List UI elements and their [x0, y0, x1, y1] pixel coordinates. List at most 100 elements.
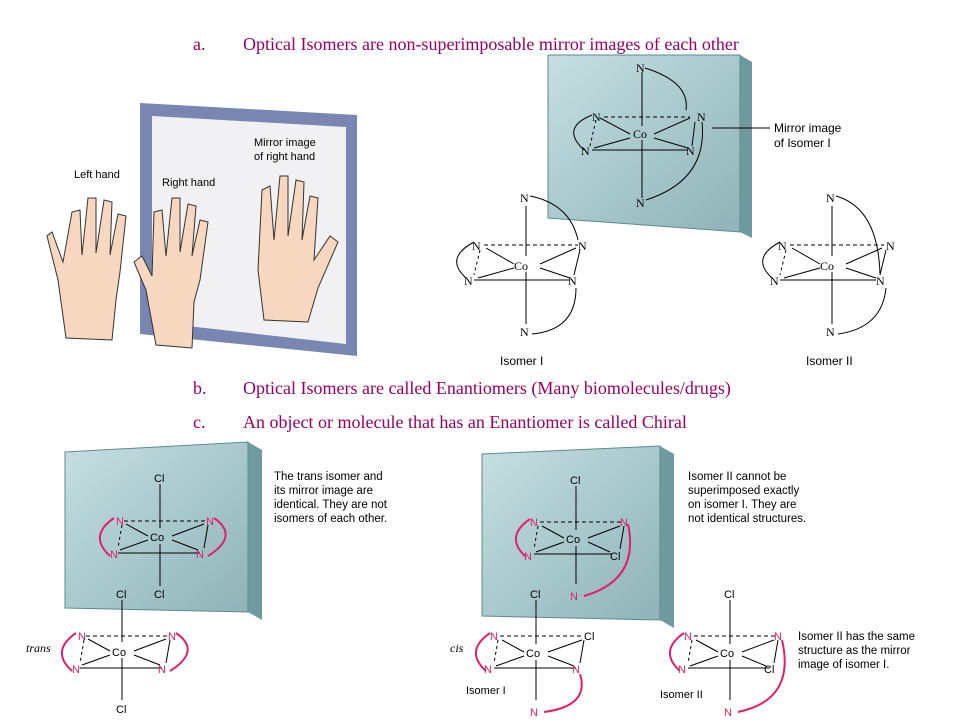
- molecule-cis-mirror: Cl Co N N N Cl N: [515, 475, 632, 603]
- trans-figure: Cl Co N N N N Cl Cl Co N N N N Cl tran: [26, 441, 388, 716]
- bullet-marker: b.: [193, 378, 207, 398]
- molecule-trans: Cl Co N N N N Cl: [61, 589, 189, 716]
- atom-n: N: [684, 631, 692, 643]
- top-isomer-figure: N Co N N N N N Mirror image of Isomer I …: [456, 54, 895, 368]
- atom-cl: Cl: [570, 475, 580, 487]
- right-hand-drawing: [133, 197, 209, 349]
- atom-n: N: [116, 516, 124, 528]
- bullet-marker: c.: [193, 412, 206, 432]
- caption-line: isomers of each other.: [274, 513, 387, 525]
- bullet-marker: a.: [193, 34, 206, 54]
- caption-line: Isomer II has the same: [798, 631, 915, 643]
- atom-co: Co: [720, 648, 734, 660]
- mirror-slab-side: [740, 55, 752, 238]
- label-right-hand: Right hand: [162, 177, 215, 189]
- atom-n: N: [110, 549, 118, 561]
- atom-cl: Cl: [724, 589, 734, 601]
- atom-cl: Cl: [584, 631, 594, 643]
- cis-caption-2: Isomer II has the same structure as the …: [798, 631, 915, 671]
- atom-co: Co: [150, 532, 164, 544]
- atom-n: N: [592, 110, 601, 124]
- caption-line: not identical structures.: [688, 513, 806, 525]
- bullet-text: An object or molecule that has an Enanti…: [243, 412, 687, 432]
- caption-line: Isomer II cannot be: [688, 471, 786, 483]
- atom-co: Co: [633, 127, 647, 141]
- atom-n: N: [578, 239, 587, 253]
- caption-line: superimposed exactly: [688, 485, 799, 497]
- molecule-trans-mirror: Cl Co N N N N Cl: [99, 473, 227, 601]
- atom-cl: Cl: [116, 589, 126, 601]
- atom-cl: Cl: [154, 589, 164, 601]
- atom-n: N: [636, 61, 645, 75]
- mirror-slab: [481, 445, 661, 621]
- molecule-cis-isomer-1: Cl Co N Cl N N N: [475, 589, 594, 719]
- label-cis-isomer-2: Isomer II: [660, 689, 703, 701]
- atom-n: N: [464, 274, 473, 288]
- atom-n: N: [568, 274, 577, 288]
- caption-line: its mirror image are: [274, 485, 373, 497]
- atom-n: N: [826, 191, 835, 205]
- mirror-slab-side: [660, 446, 674, 628]
- trans-caption: The trans isomer and its mirror image ar…: [274, 471, 388, 525]
- atom-cl: Cl: [116, 704, 126, 716]
- molecule-isomer-1: N Co N N N N N: [456, 191, 587, 339]
- atom-co: Co: [526, 648, 540, 660]
- atom-n: N: [78, 631, 86, 643]
- caption-line: image of isomer I.: [798, 659, 889, 671]
- atom-n: N: [572, 664, 580, 676]
- atom-n: N: [530, 517, 538, 529]
- atom-n: N: [876, 274, 885, 288]
- label-cis: cis: [450, 641, 464, 655]
- cis-figure: Cl Co N N N Cl N Cl Co N Cl N N N: [450, 445, 915, 719]
- hands-figure: Left hand Right hand Mirror image of rig…: [46, 103, 357, 356]
- atom-n: N: [158, 664, 166, 676]
- atom-n: N: [484, 664, 492, 676]
- atom-n: N: [524, 551, 532, 563]
- atom-n: N: [778, 239, 787, 253]
- atom-co: Co: [566, 534, 580, 546]
- atom-n: N: [490, 631, 498, 643]
- molecule-mirror-image: N Co N N N N N: [573, 61, 706, 210]
- atom-n: N: [520, 325, 529, 339]
- label-isomer-1: Isomer I: [500, 354, 543, 368]
- atom-co: Co: [514, 259, 528, 273]
- bullet-c: c. An object or molecule that has an Enan…: [193, 412, 687, 433]
- atom-n: N: [581, 144, 590, 158]
- atom-co: Co: [820, 259, 834, 273]
- mirrored-hand-drawing: [257, 175, 339, 323]
- atom-n: N: [196, 549, 204, 561]
- caption-line: The trans isomer and: [274, 471, 383, 483]
- mirror-slab-side: [248, 442, 262, 620]
- atom-n: N: [678, 664, 686, 676]
- atom-n: N: [686, 144, 695, 158]
- atom-n: N: [697, 110, 706, 124]
- atom-n: N: [530, 707, 538, 719]
- mirror-slab: [547, 54, 741, 233]
- atom-n: N: [206, 516, 214, 528]
- caption-line: identical. They are not: [274, 499, 388, 511]
- atom-cl: Cl: [154, 473, 164, 485]
- atom-n: N: [774, 631, 782, 643]
- atom-n: N: [620, 517, 628, 529]
- atom-co: Co: [112, 647, 126, 659]
- atom-cl: Cl: [764, 664, 774, 676]
- atom-n: N: [770, 274, 779, 288]
- atom-cl: Cl: [610, 551, 620, 563]
- atom-n: N: [72, 664, 80, 676]
- atom-n: N: [636, 196, 645, 210]
- bullet-b: b.Optical Isomers are called Enantiomers…: [193, 378, 731, 399]
- molecule-cis-isomer-2: Cl Co N N N Cl N: [669, 589, 786, 719]
- bullet-text: Optical Isomers are non-superimposable m…: [243, 34, 739, 54]
- label-mirror-image-of-isomer-2: of Isomer I: [774, 136, 831, 150]
- label-isomer-2: Isomer II: [806, 354, 853, 368]
- label-trans: trans: [26, 641, 51, 655]
- caption-line: on isomer I. They are: [688, 499, 796, 511]
- label-mirror-image-of-isomer-1: Mirror image: [774, 121, 842, 135]
- atom-n: N: [886, 239, 895, 253]
- molecule-isomer-2: N Co N N N N N: [762, 191, 895, 339]
- atom-cl: Cl: [530, 589, 540, 601]
- label-cis-isomer-1: Isomer I: [466, 685, 506, 697]
- label-mirror-image-2: of right hand: [254, 151, 315, 163]
- atom-n: N: [724, 707, 732, 719]
